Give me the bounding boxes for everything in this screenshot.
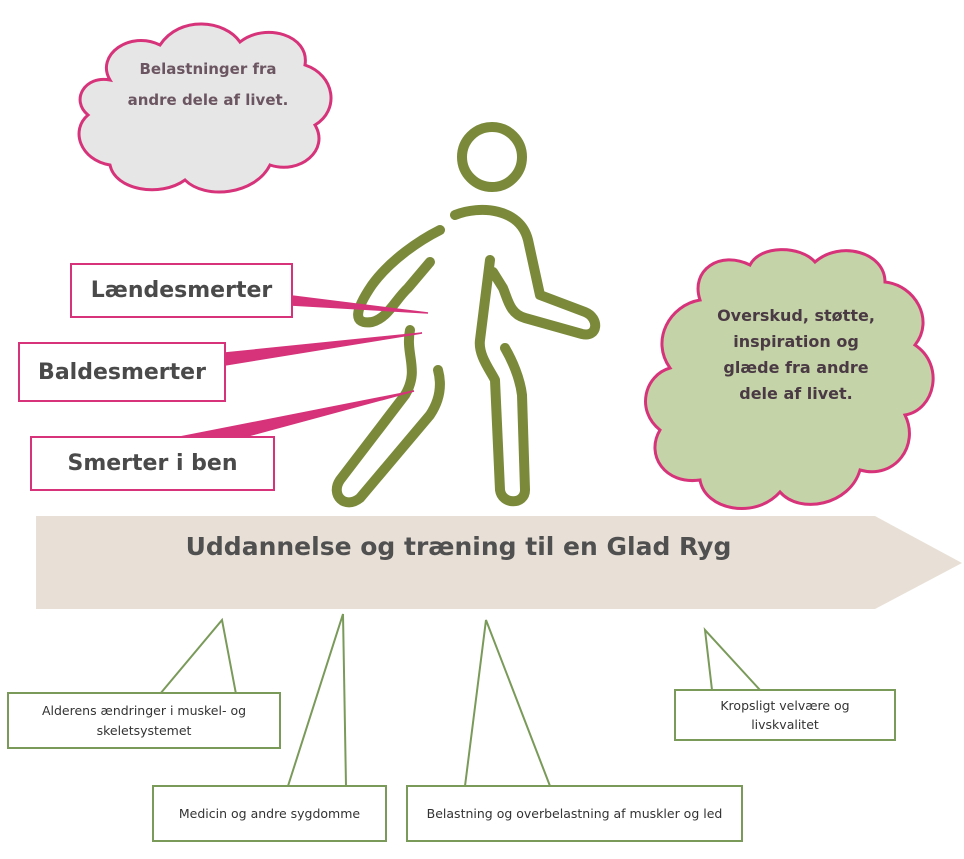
callout-medicine: Medicin og andre sygdomme <box>178 805 361 821</box>
callout-box-strain <box>406 785 743 842</box>
pain-label-buttock: Baldesmerter <box>38 359 206 385</box>
gray-cloud-text: Belastninger fra andre dele af livet. <box>108 58 308 113</box>
callout-aging: Alderens ændringer i muskel- og skeletsy… <box>41 703 247 738</box>
gray-cloud-line2: andre dele af livet. <box>127 91 289 110</box>
pain-box-leg <box>30 436 275 491</box>
pain-label-leg: Smerter i ben <box>67 451 238 476</box>
callout-pointers <box>159 613 761 787</box>
arrow-title: Uddannelse og træning til en Glad Ryg <box>185 532 732 561</box>
walking-person-icon <box>331 122 601 508</box>
gray-cloud <box>77 22 333 194</box>
pain-label-lumbar: Lændesmerter <box>90 278 273 303</box>
callout-box-wellbeing <box>674 689 896 741</box>
callout-box-aging <box>7 692 281 749</box>
callout-strain: Belastning og overbelastning af muskler … <box>426 805 723 821</box>
gray-cloud-line1: Belastninger fra <box>139 60 277 78</box>
pain-pointers <box>174 295 429 439</box>
callout-wellbeing: Kropsligt velvære og livskvalitet <box>720 697 850 732</box>
green-cloud <box>644 248 935 510</box>
green-cloud-text: Overskud, støtte, inspiration og glæde f… <box>717 306 875 403</box>
callout-box-medicine <box>152 785 387 842</box>
pain-box-buttock <box>18 342 226 402</box>
education-arrow <box>36 516 962 609</box>
pain-box-lumbar <box>70 263 293 318</box>
